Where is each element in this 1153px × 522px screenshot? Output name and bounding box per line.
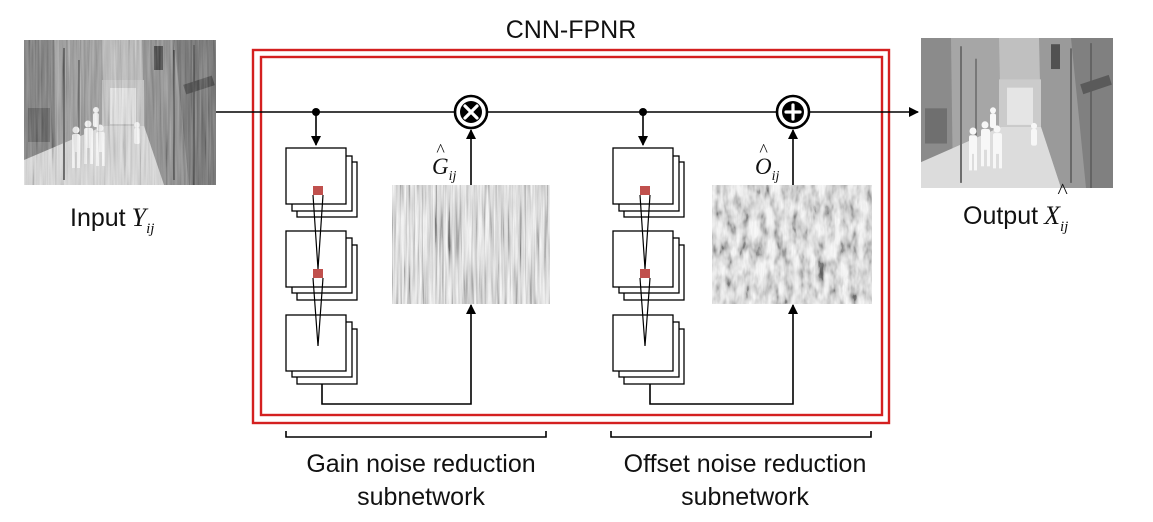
gain-hat: ^ xyxy=(436,140,445,160)
output-hat: ^ xyxy=(1057,178,1068,203)
input-image xyxy=(24,40,216,185)
gain-feature-maps xyxy=(285,147,358,385)
offset-symbol: Oij xyxy=(755,154,780,184)
offset-noise-map xyxy=(712,185,872,304)
multiply-operator xyxy=(453,94,489,130)
cnn-fpnr-frame xyxy=(251,48,891,425)
output-image xyxy=(921,38,1113,188)
offset-subscript: ij xyxy=(772,169,780,184)
gain-kernel-2 xyxy=(313,269,323,278)
output-subscript: ij xyxy=(1060,219,1068,235)
gain-output-path xyxy=(321,304,476,405)
add-operator xyxy=(775,94,811,130)
gain-caption-line2: subnetwork xyxy=(357,483,485,511)
gain-kernel-1 xyxy=(313,186,323,195)
offset-bracket xyxy=(610,431,872,438)
offset-kernel-1 xyxy=(640,186,650,195)
offset-kernel-2 xyxy=(640,269,650,278)
gain-bracket xyxy=(285,431,547,438)
diagram-title: CNN-FPNR xyxy=(506,16,637,44)
gain-caption-line1: Gain noise reduction xyxy=(306,450,535,478)
offset-hat: ^ xyxy=(759,140,768,160)
input-symbol: Y xyxy=(132,203,149,232)
gain-noise-map xyxy=(392,185,550,304)
output-symbol: X xyxy=(1043,201,1061,230)
offset-output-path xyxy=(649,304,798,405)
offset-caption-line2: subnetwork xyxy=(681,483,809,511)
gain-symbol: Gij xyxy=(432,154,457,184)
offset-feature-maps xyxy=(612,147,685,385)
input-subscript: ij xyxy=(146,221,154,237)
offset-caption-line1: Offset noise reduction xyxy=(624,450,867,478)
gain-subscript: ij xyxy=(449,169,457,184)
